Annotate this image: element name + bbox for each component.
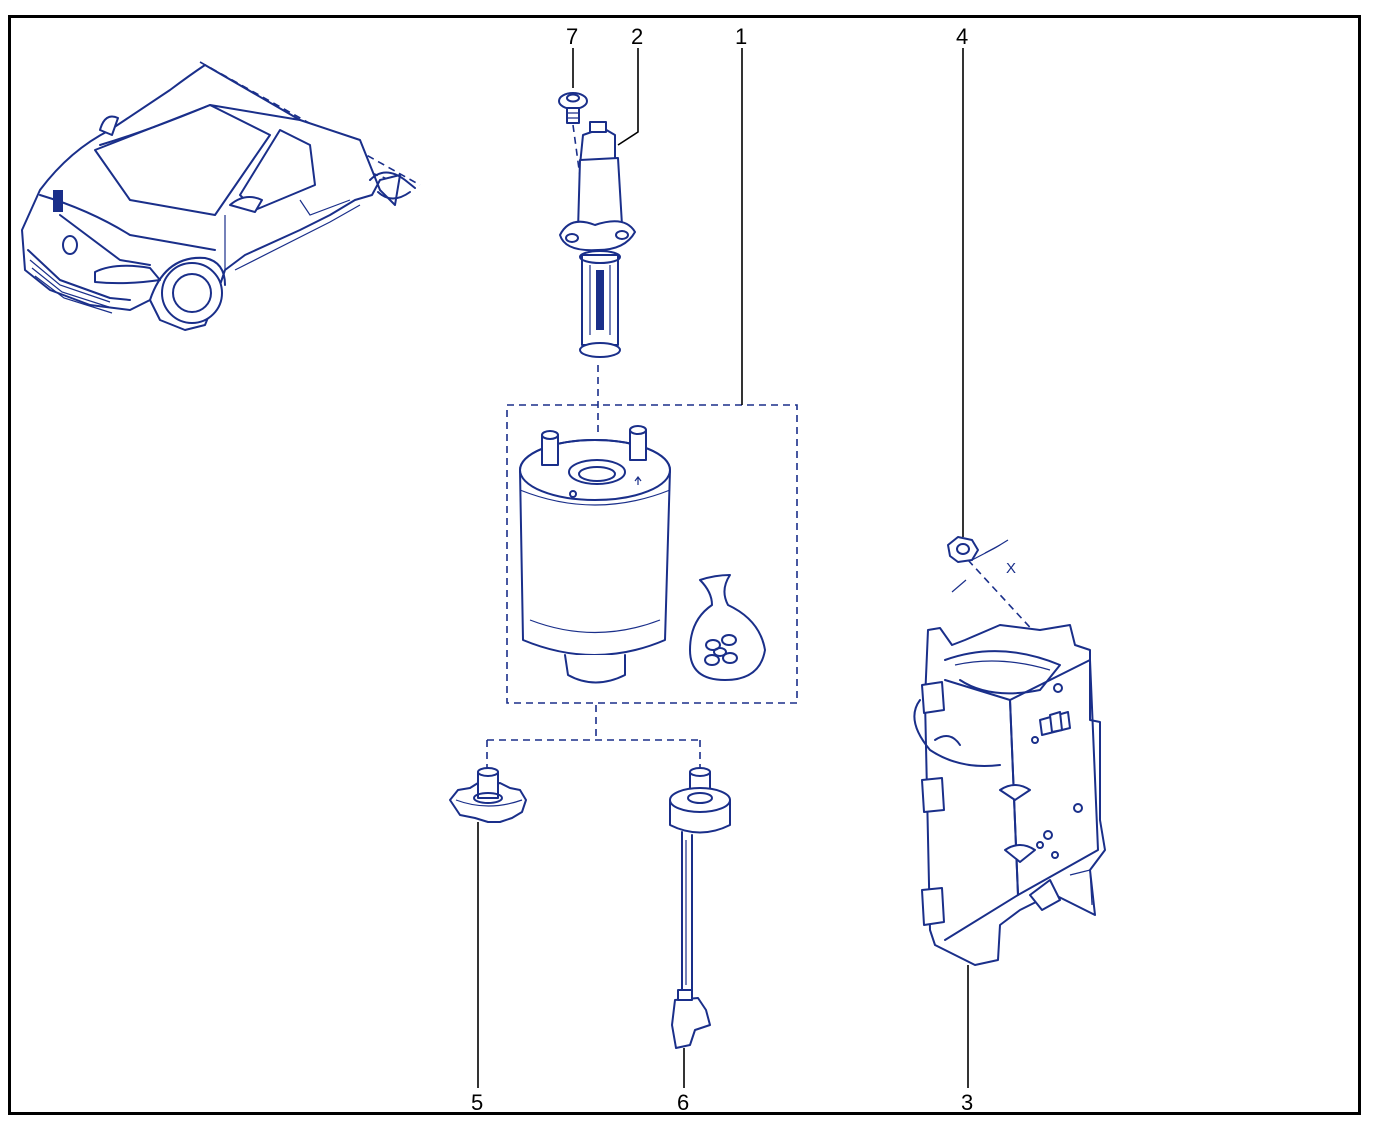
dimension-x-label: X (1006, 560, 1016, 577)
callout-3: 3 (961, 1090, 973, 1115)
callout-leaders (477, 48, 969, 1088)
callout-7: 7 (566, 24, 578, 49)
callout-6: 6 (677, 1090, 689, 1115)
part-5-drain-plug (449, 767, 527, 823)
callout-4: 4 (956, 24, 968, 49)
part-3-bracket (913, 624, 1106, 966)
part-2-sensor (559, 121, 636, 358)
branch-lines (486, 739, 701, 768)
part-6-water-sensor (669, 767, 731, 1049)
diagram-frame (8, 15, 1361, 1115)
vehicle-locator (21, 61, 421, 331)
part-1-filter-kit (506, 365, 798, 704)
callout-2: 2 (631, 24, 643, 49)
part-7-screw (558, 92, 588, 124)
callout-1: 1 (735, 24, 747, 49)
callout-5: 5 (471, 1090, 483, 1115)
